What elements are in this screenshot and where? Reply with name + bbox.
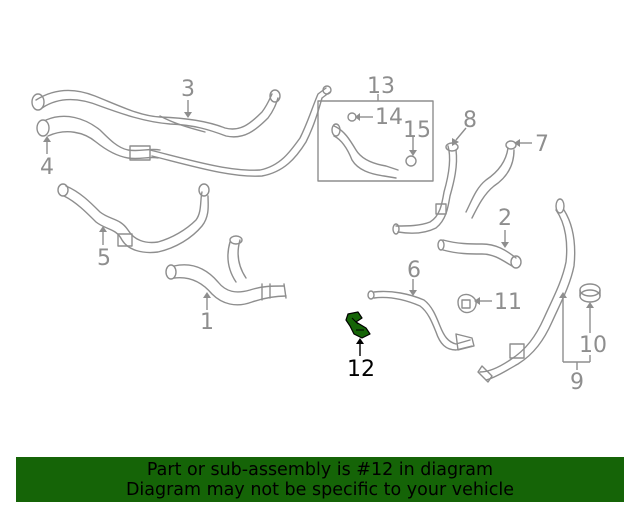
callout-7: 7 (535, 132, 549, 157)
info-banner: Part or sub-assembly is #12 in diagram D… (16, 457, 624, 502)
callout-2: 2 (498, 206, 512, 231)
part-4-hose[interactable] (36, 85, 332, 177)
part-3-hose[interactable] (31, 89, 281, 138)
callout-14: 14 (375, 105, 403, 130)
callout-6: 6 (407, 258, 421, 283)
part-8-hose[interactable] (392, 142, 459, 235)
part-5-hose[interactable] (57, 183, 210, 254)
part-13-assembly[interactable] (317, 100, 434, 182)
callout-8: 8 (463, 108, 477, 133)
part-10-clamp[interactable] (579, 283, 601, 303)
callout-10: 10 (579, 333, 607, 358)
part-11-fitting[interactable] (457, 293, 477, 314)
callout-9: 9 (570, 370, 584, 395)
callout-11: 11 (494, 290, 522, 315)
part-2-hose[interactable] (437, 239, 522, 269)
part-1-hose[interactable] (165, 235, 287, 306)
part-9-hose[interactable] (477, 198, 576, 383)
banner-line-2: Diagram may not be specific to your vehi… (125, 479, 515, 500)
callout-5: 5 (97, 246, 111, 271)
callouts: 1 2 3 4 5 6 7 8 9 10 11 12 13 14 15 (40, 74, 607, 395)
leader-lines (43, 94, 594, 370)
callout-12: 12 (347, 357, 375, 382)
part-7-hose[interactable] (465, 140, 517, 219)
banner-line-1: Part or sub-assembly is #12 in diagram (146, 459, 494, 480)
callout-13: 13 (367, 74, 395, 99)
callout-1: 1 (200, 310, 214, 335)
callout-4: 4 (40, 155, 54, 180)
part-12-bracket[interactable] (345, 311, 371, 339)
callout-15: 15 (403, 118, 431, 143)
callout-3: 3 (181, 77, 195, 102)
part-6-hose[interactable] (367, 290, 475, 351)
